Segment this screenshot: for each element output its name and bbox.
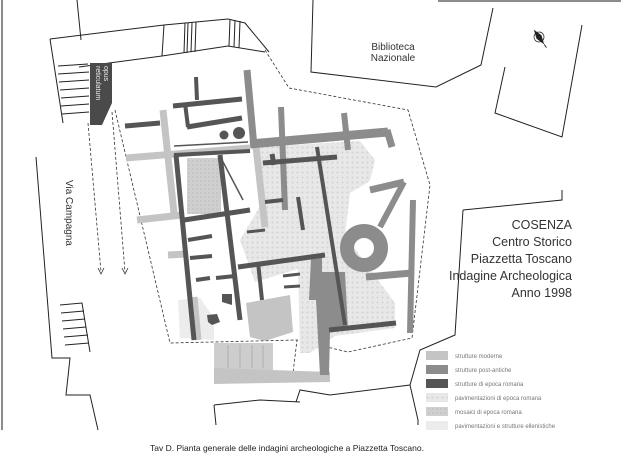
library-label-line2: Nazionale: [371, 53, 416, 64]
opus-reticulatum-wall: opus reticulatum: [90, 63, 112, 125]
opus-label-line1: opus: [102, 66, 109, 82]
post-antique-structures: [243, 69, 416, 375]
legend-label-post-antique: strutture post-antiche: [455, 368, 512, 374]
legend-label-mosaic: mosaici di epoca romana: [455, 410, 522, 416]
legend-swatch-post-antique: [426, 365, 448, 374]
legend-swatch-hellenistic: [426, 421, 448, 430]
roman-mosaic-area: [187, 158, 221, 214]
title-line-square: Piazzetta Toscano: [471, 252, 572, 266]
title-line-year: Anno 1998: [512, 286, 573, 300]
legend-label-roman: strutture di epoca romana: [455, 382, 524, 388]
frame-lines: [1, 0, 621, 430]
legend-label-hellenistic: pavimentazioni e strutture ellenistiche: [455, 424, 556, 430]
title-line-city: COSENZA: [512, 218, 573, 232]
legend: strutture moderne strutture post-antiche…: [426, 351, 556, 430]
title-block: COSENZA Centro Storico Piazzetta Toscano…: [449, 218, 573, 300]
legend-swatch-roman-pavement: [426, 393, 448, 402]
street-outlines: [35, 0, 583, 431]
title-line-district: Centro Storico: [492, 235, 572, 249]
roman-pavement-area: [240, 141, 395, 353]
legend-swatch-roman: [426, 379, 448, 388]
title-line-survey: Indagine Archeologica: [449, 269, 572, 283]
legend-label-modern: strutture moderne: [455, 354, 503, 360]
opus-label-line2: reticulatum: [94, 66, 101, 100]
legend-swatch-mosaic: [426, 407, 448, 416]
library-label-line1: Biblioteca: [371, 42, 415, 53]
figure-caption: Tav D. Pianta generale delle indagini ar…: [150, 443, 424, 453]
modern-structures: [125, 109, 330, 384]
north-arrow-icon: [533, 29, 547, 48]
legend-swatch-modern: [426, 351, 448, 360]
legend-label-roman-pavement: pavimentazioni di epoca romana: [455, 396, 542, 402]
street-label: Via Campagna: [63, 180, 74, 246]
roman-structures: [124, 76, 397, 341]
